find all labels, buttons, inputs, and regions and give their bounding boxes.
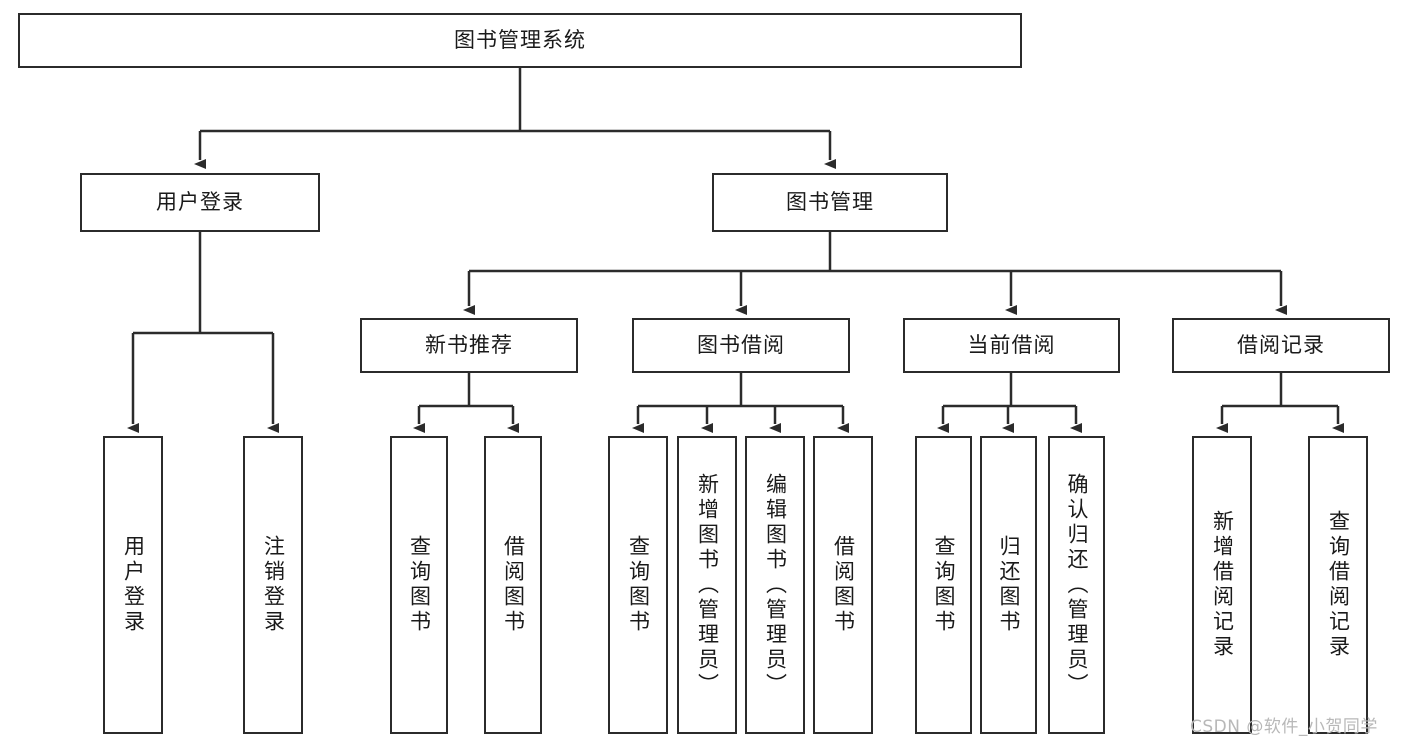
edge-group-current-borrow xyxy=(937,373,1082,433)
node-user-login-label: 用户登录 xyxy=(156,189,244,214)
node-leaf-return-book-label: 归还图书 xyxy=(997,535,1021,635)
edge-group-new-book-recommend xyxy=(413,373,519,433)
node-user-login[interactable]: 用户登录 xyxy=(80,173,320,232)
node-leaf-user-login-label: 用户登录 xyxy=(121,535,146,635)
edge-group-borrow-record xyxy=(1216,373,1344,433)
node-leaf-query-record-label: 查询借阅记录 xyxy=(1326,510,1351,660)
node-leaf-borrow-book-2-label: 借阅图书 xyxy=(831,535,856,635)
node-current-borrow-label: 当前借阅 xyxy=(967,332,1056,357)
node-leaf-add-book-admin-label: 新增图书（管理员） xyxy=(695,472,720,698)
node-leaf-add-book-admin[interactable]: 新增图书（管理员） xyxy=(677,436,737,734)
node-leaf-borrow-book-2[interactable]: 借阅图书 xyxy=(813,436,873,734)
node-leaf-confirm-return-label: 确认归还（管理员） xyxy=(1065,472,1089,698)
edge-group-user-login xyxy=(127,232,279,433)
node-leaf-user-login[interactable]: 用户登录 xyxy=(103,436,163,734)
node-leaf-borrow-book-1-label: 借阅图书 xyxy=(501,535,526,635)
node-leaf-logout[interactable]: 注销登录 xyxy=(243,436,303,734)
node-leaf-edit-book-admin-label: 编辑图书（管理员） xyxy=(763,472,788,698)
node-leaf-logout-label: 注销登录 xyxy=(261,535,286,635)
node-current-borrow[interactable]: 当前借阅 xyxy=(903,318,1120,373)
node-leaf-confirm-return[interactable]: 确认归还（管理员） xyxy=(1048,436,1105,734)
node-leaf-query-book-1-label: 查询图书 xyxy=(407,535,432,635)
node-leaf-query-book-2[interactable]: 查询图书 xyxy=(608,436,668,734)
node-borrow-record[interactable]: 借阅记录 xyxy=(1172,318,1390,373)
node-leaf-query-book-1[interactable]: 查询图书 xyxy=(390,436,448,734)
node-leaf-return-book[interactable]: 归还图书 xyxy=(980,436,1037,734)
node-leaf-query-book-2-label: 查询图书 xyxy=(626,535,651,635)
edge-group-book-manage xyxy=(463,232,1287,315)
node-new-book-recommend[interactable]: 新书推荐 xyxy=(360,318,578,373)
node-book-borrow-label: 图书借阅 xyxy=(697,332,785,357)
node-book-manage-label: 图书管理 xyxy=(786,189,874,214)
node-leaf-query-book-3[interactable]: 查询图书 xyxy=(915,436,972,734)
node-book-borrow[interactable]: 图书借阅 xyxy=(632,318,850,373)
node-leaf-add-record-label: 新增借阅记录 xyxy=(1210,510,1235,660)
node-new-book-recommend-label: 新书推荐 xyxy=(425,332,513,357)
node-leaf-add-record[interactable]: 新增借阅记录 xyxy=(1192,436,1252,734)
edge-group-book-borrow xyxy=(632,373,849,433)
edge-group-root xyxy=(194,68,836,169)
node-borrow-record-label: 借阅记录 xyxy=(1237,332,1325,357)
node-book-manage[interactable]: 图书管理 xyxy=(712,173,948,232)
node-leaf-borrow-book-1[interactable]: 借阅图书 xyxy=(484,436,542,734)
node-root-label: 图书管理系统 xyxy=(454,27,586,52)
node-leaf-query-record[interactable]: 查询借阅记录 xyxy=(1308,436,1368,734)
watermark: CSDN @软件_小贺同学 xyxy=(1190,717,1378,737)
node-root[interactable]: 图书管理系统 xyxy=(18,13,1022,68)
node-leaf-query-book-3-label: 查询图书 xyxy=(932,535,956,635)
node-leaf-edit-book-admin[interactable]: 编辑图书（管理员） xyxy=(745,436,805,734)
